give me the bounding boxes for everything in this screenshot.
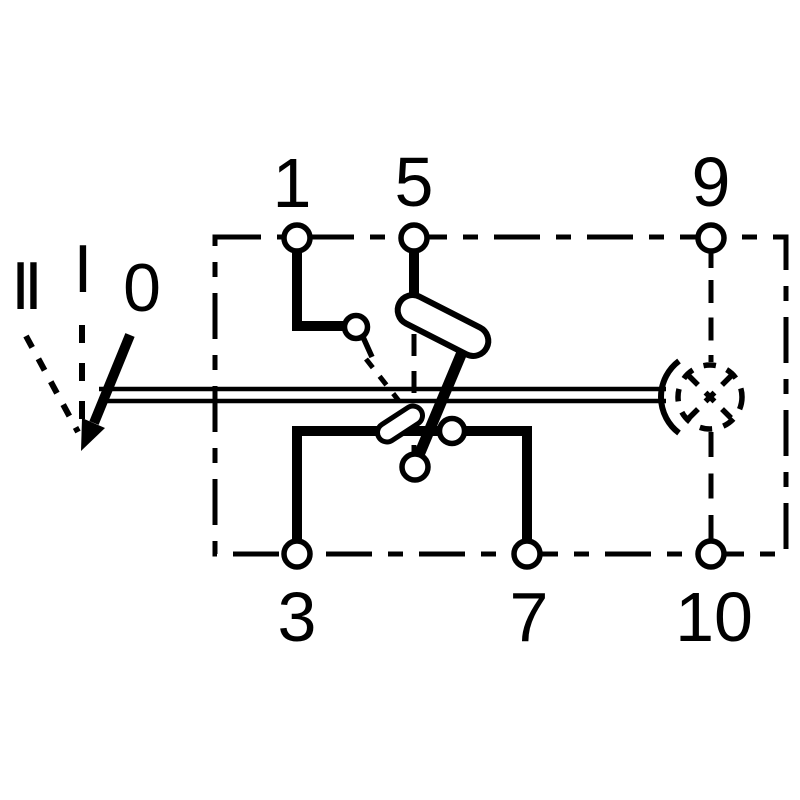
bridge-contact-circle <box>436 415 468 447</box>
terminal-10-label: 10 <box>675 578 753 656</box>
terminal-5-circle <box>398 222 430 254</box>
terminal-9-circle <box>695 222 727 254</box>
terminal-5-label: 5 <box>395 143 434 221</box>
fixed-contact-circle <box>341 312 371 342</box>
terminal-7-circle <box>511 538 543 570</box>
component-outline-border <box>212 234 789 557</box>
terminal-3-circle <box>281 538 313 570</box>
position-i-label: I <box>74 231 93 307</box>
switch-position-indicator: II I 0 <box>11 231 161 451</box>
lamp-coupling-arc <box>658 358 681 436</box>
lamp-icon <box>658 358 745 436</box>
moving-contact-shoe-outline <box>375 403 425 445</box>
fixed-contact-stub <box>360 335 375 359</box>
lamp-cross-line-2 <box>687 374 733 420</box>
position-ii-contact-dashed-path <box>364 357 401 403</box>
rocker-button <box>394 292 492 359</box>
switch-lever <box>413 347 469 458</box>
terminal-1-label: 1 <box>273 144 312 222</box>
position-ii-label: II <box>11 248 37 324</box>
terminal-9-label: 9 <box>692 143 731 221</box>
moving-contact-shoe <box>375 403 425 445</box>
terminal-1-circle <box>281 222 313 254</box>
position-0-label: 0 <box>123 250 161 326</box>
terminal1-conductor <box>292 245 343 331</box>
lever-pivot-circle <box>399 451 431 483</box>
terminal3-terminal7-bridge <box>292 426 532 541</box>
position-0-solid-lever <box>89 333 135 425</box>
terminal-10-circle <box>695 538 727 570</box>
position-ii-dashed-lever <box>23 334 81 434</box>
lamp-dashed-circle <box>675 362 745 432</box>
lever-arrowhead-icon <box>81 418 105 451</box>
rocker-button-outline <box>394 292 492 359</box>
actuator-rod-double-line <box>99 386 666 404</box>
terminal-7-label: 7 <box>510 578 549 656</box>
terminal-3-label: 3 <box>278 578 317 656</box>
